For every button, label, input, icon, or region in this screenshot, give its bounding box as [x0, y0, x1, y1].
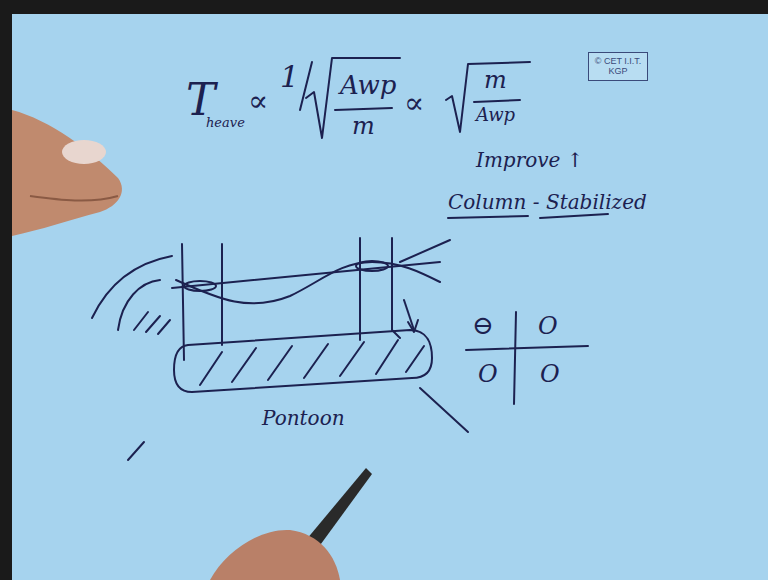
leader — [420, 388, 468, 432]
tick — [128, 442, 144, 460]
wave — [176, 262, 440, 303]
frame-edge — [0, 0, 12, 580]
note: Improve ↑ — [476, 150, 584, 170]
symbol: Awp — [476, 106, 515, 124]
pen-hand — [210, 468, 372, 580]
operator: ∝ — [248, 86, 268, 116]
fraction-bar — [335, 108, 392, 110]
underline — [448, 216, 528, 218]
hatch — [134, 312, 170, 334]
numeral: 1 — [280, 62, 299, 92]
heading: Column - Stabilized — [448, 192, 647, 212]
symbol: m — [484, 68, 507, 92]
hand — [12, 110, 122, 236]
root-sign — [306, 58, 400, 138]
stamp-box: © CET I.I.T. KGP — [588, 52, 648, 81]
symbol: Awp — [340, 72, 397, 98]
stamp-text: © CET I.I.T. KGP — [591, 56, 645, 77]
wave-arc — [400, 240, 450, 262]
column — [360, 238, 400, 340]
subscript: heave — [206, 116, 245, 129]
underline — [540, 214, 608, 218]
slash — [300, 62, 312, 110]
fraction-bar — [474, 100, 520, 102]
root-sign — [446, 62, 530, 132]
part-label: Pontoon — [262, 408, 345, 428]
table-cell: O — [478, 362, 498, 386]
operator: ∝ — [404, 88, 424, 118]
table-cell: ⊖ — [472, 312, 494, 338]
wave-arc — [92, 256, 172, 318]
table-line — [466, 346, 588, 350]
frame-edge — [0, 0, 768, 14]
table-cell: O — [538, 314, 558, 338]
pontoon — [174, 330, 432, 392]
table-cell: O — [540, 362, 560, 386]
symbol: m — [352, 114, 375, 138]
table-line — [514, 312, 516, 404]
arrowhead — [408, 320, 418, 332]
hatch — [200, 340, 424, 385]
